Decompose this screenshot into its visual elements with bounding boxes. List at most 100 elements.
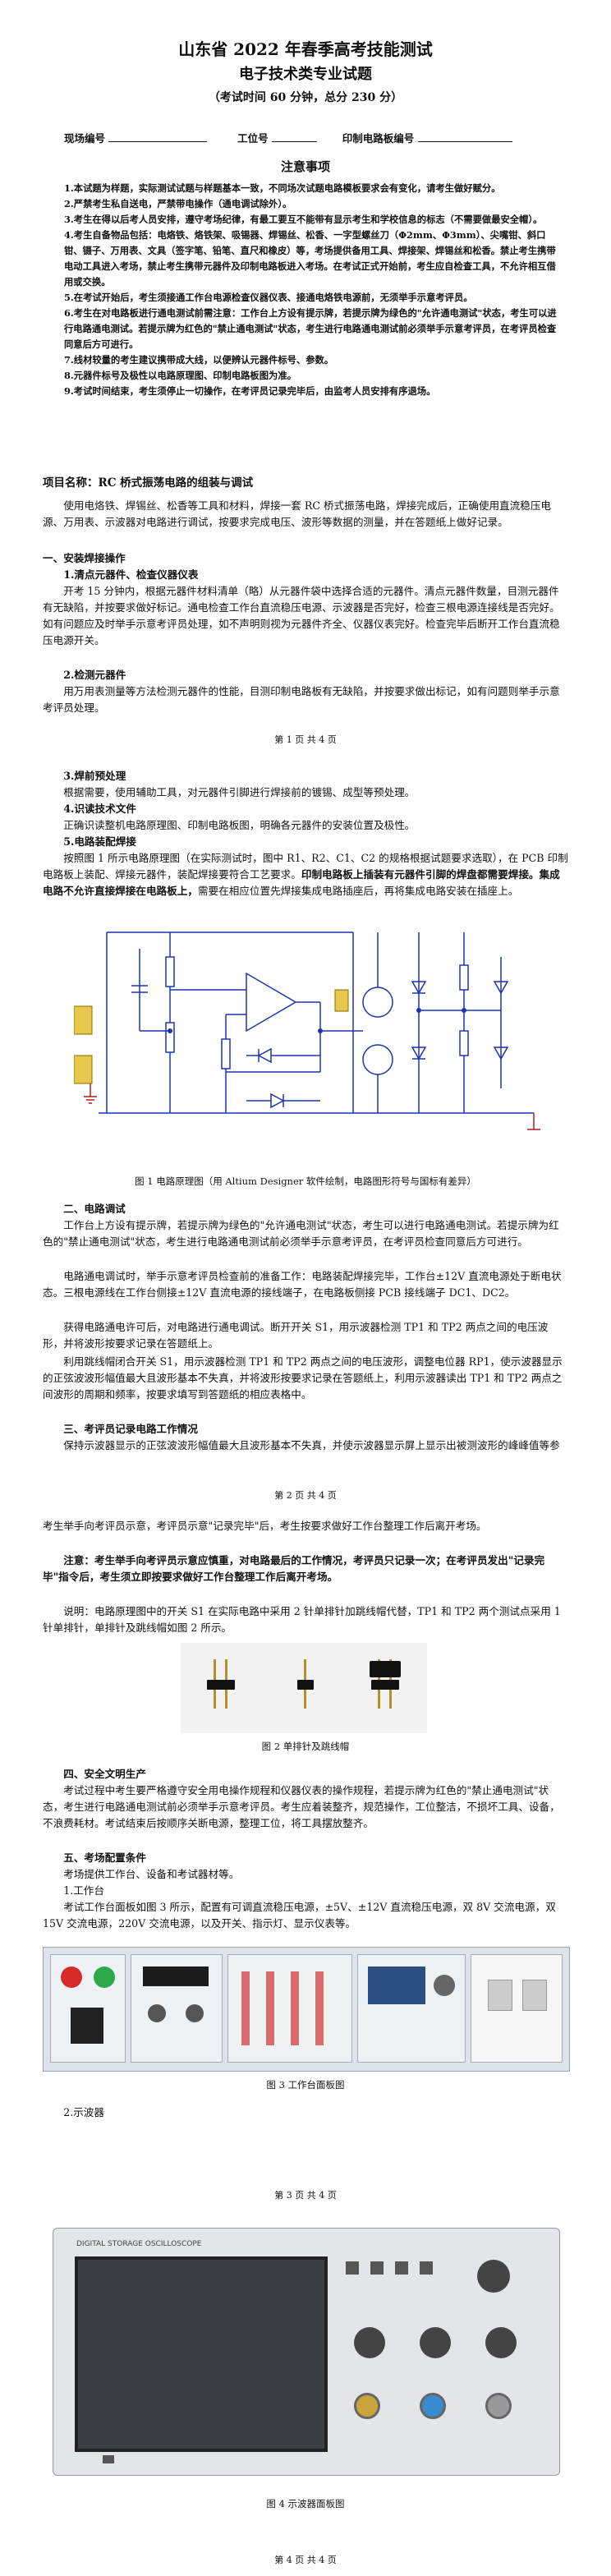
section-3-text-a-continued: 保持示波器显示的正弦波波形幅值最大且波形基本不失真，并使示波器显示屏上显示出被测… (43, 1520, 487, 1532)
usb-port-icon (103, 2455, 114, 2463)
step-1-5-text-c: 需要在相应位置先焊接集成电路插座后，再将集成电路安装在插座上。 (197, 885, 519, 897)
circuit-schematic (74, 932, 540, 1130)
scope-controls (338, 2253, 543, 2450)
knob-icon (434, 1975, 455, 1996)
step-5-1-heading: 1.工作台 (63, 1884, 104, 1897)
section-4-text: 考试过程中考生要严格遵守安全用电操作规程和仪器仪表的操作规程，若提示牌为红色的"… (43, 1784, 560, 1829)
exam-time-note: （考试时间 60 分钟，总分 230 分） (208, 91, 403, 104)
section-3-text-c: 说明：电路原理图中的开关 S1 在实际电路中采用 2 针单排针加跳线帽代替，TP… (43, 1605, 561, 1634)
exam-subtitle: 电子技术类专业试题 (239, 66, 372, 83)
scope-button[interactable] (346, 2261, 359, 2275)
step-1-5-heading: 5.电路装配焊接 (63, 835, 136, 848)
field-pcb-no-label: 印制电路板编号 (342, 132, 415, 145)
outlet-icon (522, 1980, 547, 2011)
notice-item: 4.考生自备物品包括：电烙铁、烙铁架、吸锡器、焊锡丝、松香、一字型螺丝刀（Φ2m… (64, 229, 556, 288)
bnc-connector-icon[interactable] (485, 2393, 512, 2419)
section-4-heading: 四、安全文明生产 (63, 1768, 146, 1780)
exam-fields-row: 现场编号 工位号 印制电路板编号 (64, 130, 573, 145)
step-5-2-heading: 2.示波器 (63, 2106, 104, 2118)
notice-item: 1.本试题为样题，实际测试试题与样题基本一致，不同场次试题电路模板要求会有变化，… (64, 182, 501, 194)
key-switch-icon (71, 2008, 103, 2044)
page-footer-3: 第 3 页 共 4 页 (274, 2190, 337, 2201)
scope-screen (75, 2256, 328, 2452)
generator-screen (368, 1966, 425, 2004)
step-1-1-heading: 1.清点元器件、检查仪器仪表 (63, 568, 199, 581)
bnc-connector-icon[interactable] (354, 2393, 380, 2419)
step-1-2-heading: 2.检测元器件 (63, 669, 126, 681)
notice-item: 6.考生在对电路板进行通电测试前需注意：工作台上方设有提示牌，若提示牌为绿色的"… (64, 307, 557, 350)
project-label: 项目名称： (43, 476, 99, 490)
step-1-2-text: 用万用表测量等方法检测元器件的性能，目测印制电路板有无缺陷，并按要求做出标记，如… (43, 685, 560, 714)
step-1-3-heading: 3.焊前预处理 (63, 770, 126, 782)
adjustable-dc-supply-module (131, 1954, 223, 2063)
knob-icon (186, 2004, 204, 2022)
figure-1-caption: 图 1 电路原理图（用 Altium Designer 软件绘制，电路图形符号与… (135, 1175, 476, 1187)
section-2-heading: 二、电路调试 (63, 1203, 126, 1215)
figure-2-caption: 图 2 单排针及跳线帽 (261, 1741, 350, 1752)
section-3-text-a: 保持示波器显示的正弦波波形幅值最大且波形基本不失真，并使示波器显示屏上显示出被测… (63, 1439, 560, 1451)
section-2-text-a: 工作台上方设有提示牌，若提示牌为绿色的"允许通电测试"状态，考生可以进行电路通电… (43, 1219, 559, 1248)
outlet-icon (488, 1980, 512, 2011)
section-3-text-b: 注意：考生举手向考评员示意应慎重，对电路最后的工作情况，考评员只记录一次；在考评… (43, 1554, 545, 1583)
page-footer-4: 第 4 页 共 4 页 (274, 2555, 337, 2565)
green-indicator-icon (94, 1966, 115, 1988)
scope-knob-icon[interactable] (420, 2327, 451, 2358)
step-1-4-text: 正确识读整机电路原理图、印制电路板图，明确各元器件的安装位置及极性。 (63, 819, 416, 831)
step-1-5-text-a: 按照图 1 所示电路原理图（在实际测试时，图中 R1、R2、C1、C2 的规格根… (43, 852, 568, 881)
scope-button[interactable] (370, 2261, 384, 2275)
scope-knob-icon[interactable] (354, 2327, 385, 2358)
oscilloscope-figure: DIGITAL STORAGE OSCILLOSCOPE (53, 2228, 560, 2476)
section-3-text-a-start: 保持示波器显示的正弦波波形幅值最大且波形基本不失真，并使示波器显示屏上显示出被测… (43, 1438, 568, 1454)
field-exam-no-input[interactable] (108, 131, 208, 142)
power-switch-module (50, 1954, 126, 2063)
field-exam-no-label: 现场编号 (64, 132, 106, 145)
step-5-1-text: 考试工作台面板如图 3 所示，配置有可调直流稳压电源，±5V、±12V 直流稳压… (43, 1901, 556, 1930)
knob-icon (148, 2004, 166, 2022)
section-5-intro: 考场提供工作台、设备和考试器材等。 (63, 1868, 240, 1880)
section-5-heading: 五、考场配置条件 (63, 1852, 146, 1864)
section-2-text-c: 获得电路通电许可后，对电路进行通电调试。断开开关 S1，用示波器检测 TP1 和… (43, 1321, 549, 1350)
workbench-panel-figure (43, 1947, 570, 2072)
scope-knob-icon[interactable] (477, 2260, 510, 2293)
signal-generator-module (357, 1954, 466, 2063)
step-1-1-text: 开考 15 分钟内，根据元器件材料清单（略）从元器件袋中选择合适的元器件。清点元… (43, 585, 560, 646)
page-footer-1: 第 1 页 共 4 页 (274, 734, 337, 745)
dc-terminals-module (227, 1954, 352, 2063)
section-2-text-d: 利用跳线帽闭合开关 S1，用示波器检测 TP1 和 TP2 两点之间的电压波形，… (43, 1355, 563, 1401)
scope-brand: DIGITAL STORAGE OSCILLOSCOPE (76, 2240, 202, 2248)
red-indicator-icon (61, 1966, 82, 1988)
step-1-5-text: 按照图 1 所示电路原理图（在实际测试时，图中 R1、R2、C1、C2 的规格根… (43, 850, 568, 899)
field-station-no-label: 工位号 (237, 132, 269, 145)
step-1-5-text-b: 印制电路板上插装有元器件引脚的焊盘都需要焊接。集成电路不允许直接焊接在电路板上， (43, 868, 560, 897)
scope-knob-icon[interactable] (485, 2327, 517, 2358)
scope-button[interactable] (420, 2261, 433, 2275)
section-3-text-a-cont: 保持示波器显示的正弦波波形幅值最大且波形基本不失真，并使示波器显示屏上显示出被测… (43, 1518, 568, 1551)
figure-3-caption: 图 3 工作台面板图 (266, 2079, 345, 2091)
notice-item: 3.考生在得以后考人员安排，遵守考场纪律，有最工要互不能带有显示考生和学校信息的… (64, 214, 543, 225)
figure-4-caption: 图 4 示波器面板图 (266, 2498, 345, 2509)
exam-title: 山东省 2022 年春季高考技能测试 (178, 39, 433, 59)
bnc-connector-icon[interactable] (420, 2393, 446, 2419)
notice-item: 9.考试时间结束，考生须停止一切操作，在考评员记录完毕后，由监考人员安排有序退场… (64, 385, 436, 397)
field-pcb-no-input[interactable] (417, 131, 512, 142)
scope-button[interactable] (395, 2261, 408, 2275)
section-2-text-b: 电路通电调试时，举手示意考评员检查前的准备工作：电路装配焊接完毕，工作台±12V… (43, 1270, 562, 1299)
project-title: 项目名称：RC 桥式振荡电路的组装与调试 (43, 475, 568, 491)
project-intro: 使用电烙铁、焊锡丝、松香等工具和材料，焊接一套 RC 桥式振荡电路，焊接完成后，… (43, 499, 552, 528)
notice-item: 7.线材较量的考生建议携带成大线，以便辨认元器件标号、参数。 (64, 354, 334, 366)
project-name: RC 桥式振荡电路的组装与调试 (98, 476, 254, 490)
notice-list: 1.本试题为样题，实际测试试题与样题基本一致，不同场次试题电路模板要求会有变化，… (64, 181, 557, 399)
section-1-heading: 一、安装焊接操作 (43, 552, 126, 564)
pin-header-figure (181, 1643, 427, 1733)
voltmeter-display (143, 1966, 209, 1986)
notice-item: 5.在考试开始后，考生须接通工作台电源检查仪器仪表、接通电烙铁电源前，无须举手示… (64, 292, 473, 303)
notice-item: 8.元器件标号及极性以电路原理图、印制电路板图为准。 (64, 370, 296, 381)
section-3-heading: 三、考评员记录电路工作情况 (63, 1423, 198, 1435)
ac-outlet-module (471, 1954, 563, 2063)
notice-item: 2.严禁考生私自送电，严禁带电操作（通电调试除外）。 (64, 198, 292, 209)
notice-heading: 注意事项 (280, 159, 330, 174)
step-1-4-heading: 4.识读技术文件 (63, 803, 136, 815)
page-footer-2: 第 2 页 共 4 页 (274, 1490, 337, 1501)
step-1-3-text: 根据需要，使用辅助工具，对元器件引脚进行焊接前的镀锡、成型等预处理。 (63, 786, 416, 798)
field-station-no-input[interactable] (271, 131, 317, 142)
